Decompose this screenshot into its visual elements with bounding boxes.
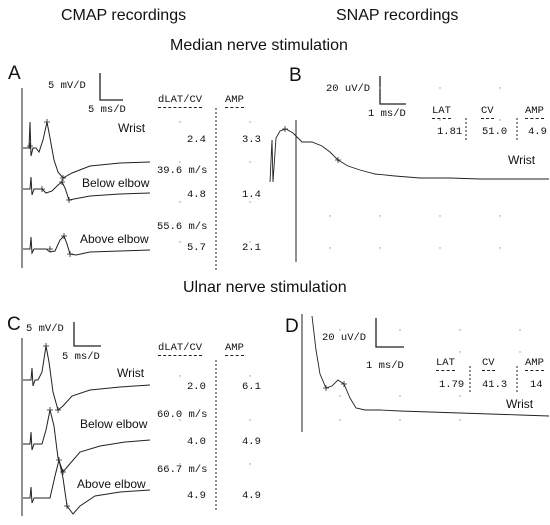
panel-a-cv-above-elbow: 55.6 m/s	[157, 221, 208, 233]
panel-d-col-lat-header: LAT	[436, 357, 455, 371]
panel-c-cv-below-elbow: 60.0 m/s	[157, 409, 208, 421]
panel-b-scale-time: 1 ms/D	[368, 108, 406, 120]
panel-c-trace-wrist	[23, 345, 151, 411]
panel-b-site-wrist: Wrist	[508, 153, 536, 167]
panel-c-scale-time: 5 ms/D	[62, 351, 100, 363]
panel-c-dlat-below-elbow: 4.0	[187, 436, 206, 448]
panel-a-col-dlat-header: dLAT/CV	[158, 94, 203, 108]
panel-d-scale-bar	[375, 318, 404, 348]
panel-a-dlat-wrist: 2.4	[187, 134, 206, 146]
panel-c-label: C	[7, 314, 21, 335]
panel-c-site-below-elbow: Below elbow	[80, 417, 148, 431]
ulnar-header: Ulnar nerve stimulation	[183, 279, 347, 296]
panel-d-col-amp-header: AMP	[525, 357, 544, 371]
panel-c-amp-above-elbow: 4.9	[242, 490, 261, 502]
panel-d-cv-value: 41.3	[482, 379, 508, 391]
panel-c-scale-voltage: 5 mV/D	[26, 323, 64, 335]
panel-a-col-amp-header: AMP	[225, 94, 244, 108]
panel-c-dlat-wrist: 2.0	[187, 381, 206, 393]
panel-a-trace-above-elbow	[23, 235, 151, 256]
panel-a-site-below-elbow: Below elbow	[82, 176, 150, 190]
grid-dots	[179, 87, 521, 465]
panel-b-amp-value: 4.9	[528, 126, 547, 138]
panel-d-lat-value: 1.79	[439, 379, 465, 391]
panel-b-col-cv-header: CV	[481, 105, 494, 119]
cmap-header: CMAP recordings	[61, 7, 187, 24]
panel-d-amp-value: 14	[530, 379, 543, 391]
panel-a-scale-bar	[99, 73, 123, 101]
panel-a-scale-time: 5 ms/D	[88, 104, 126, 116]
panel-b-cv-value: 51.0	[482, 126, 508, 138]
panel-c-col-amp-header: AMP	[225, 342, 244, 356]
median-header: Median nerve stimulation	[170, 37, 348, 54]
panel-a-dlat-below-elbow: 4.8	[187, 189, 206, 201]
panel-c-amp-wrist: 6.1	[242, 381, 261, 393]
panel-b-col-lat-header: LAT	[432, 105, 451, 119]
panel-a-site-wrist: Wrist	[118, 121, 146, 135]
panel-d-col-cv-header: CV	[482, 357, 495, 371]
panel-b-lat-value: 1.81	[437, 126, 463, 138]
panel-c-trace-below-elbow	[23, 409, 151, 473]
panel-b-scale-voltage: 20 uV/D	[326, 83, 371, 95]
panel-b-label: B	[289, 65, 302, 86]
panel-c-scale-bar	[73, 322, 101, 347]
panel-d-scale-voltage: 20 uV/D	[322, 332, 367, 344]
panel-a-scale-voltage: 5 mV/D	[48, 80, 86, 92]
panel-c-site-above-elbow: Above elbow	[77, 477, 146, 491]
panel-d-trace	[311, 315, 550, 417]
panel-d-site-wrist: Wrist	[506, 397, 534, 411]
panel-a-amp-above-elbow: 2.1	[242, 242, 261, 254]
panel-c-cv-above-elbow: 66.7 m/s	[157, 464, 208, 476]
panel-b-scale-bar	[379, 76, 406, 105]
panel-b-col-amp-header: AMP	[525, 105, 544, 119]
panel-c-amp-below-elbow: 4.9	[242, 436, 261, 448]
panel-a-amp-below-elbow: 1.4	[242, 189, 261, 201]
panel-a-cv-below-elbow: 39.6 m/s	[157, 165, 208, 177]
panel-c-dlat-above-elbow: 4.9	[187, 490, 206, 502]
panel-a-site-above-elbow: Above elbow	[80, 232, 149, 246]
panel-c-col-dlat-header: dLAT/CV	[158, 342, 203, 356]
panel-d-scale-time: 1 ms/D	[366, 360, 404, 372]
panel-a-amp-wrist: 3.3	[242, 134, 261, 146]
cursor-marks	[27, 119, 347, 509]
snap-header: SNAP recordings	[336, 7, 459, 24]
panel-d-label: D	[285, 316, 299, 337]
panel-a-trace-below-elbow	[23, 176, 151, 201]
panel-b-trace	[269, 128, 549, 183]
panel-a-label: A	[8, 63, 21, 84]
panel-a-dlat-above-elbow: 5.7	[187, 242, 206, 254]
panel-c-site-wrist: Wrist	[117, 366, 145, 380]
